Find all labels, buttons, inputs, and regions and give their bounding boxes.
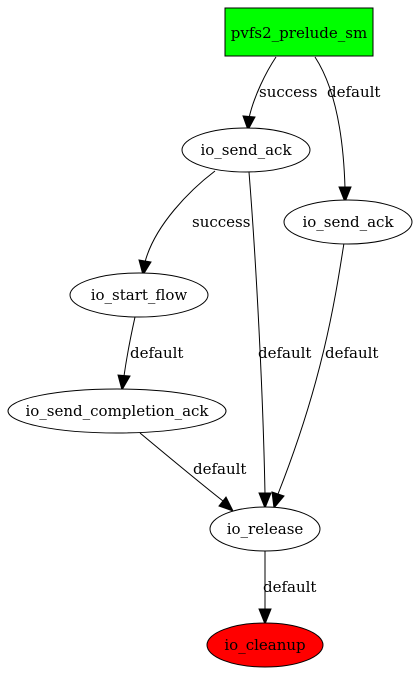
edge-arrowhead: [117, 374, 131, 392]
edge-send-ack-2-to-release: default: [271, 242, 378, 510]
node-io-cleanup: io_cleanup: [206, 622, 324, 668]
edge-line: [277, 242, 345, 495]
edge-line: [144, 170, 216, 263]
node-ellipse: [7, 388, 227, 434]
edge-line: [139, 432, 224, 502]
node-box: [224, 7, 374, 57]
edge-line: [248, 171, 266, 495]
edge-line: [123, 316, 136, 377]
edge-arrowhead: [338, 186, 352, 204]
edge-label: default: [263, 578, 316, 596]
edge-label: success: [259, 83, 317, 101]
edge-prelude-to-send-ack-2: default: [314, 56, 380, 204]
edge-send-ack-1-to-release: default: [248, 171, 311, 510]
node-ellipse: [206, 622, 324, 668]
node-label: io_send_ack: [302, 213, 394, 231]
node-label: pvfs2_prelude_sm: [231, 24, 367, 42]
edge-start-flow-to-send-completion-ack: default: [117, 316, 183, 392]
node-label: io_cleanup: [224, 636, 305, 654]
node-label: io_send_ack: [200, 141, 292, 159]
edge-arrowhead: [138, 259, 152, 277]
node-io-send-ack-2: io_send_ack: [283, 199, 413, 245]
node-ellipse: [283, 199, 413, 245]
node-pvfs2-prelude-sm: pvfs2_prelude_sm: [224, 7, 374, 57]
edge-prelude-to-send-ack-1: success: [242, 56, 317, 132]
edge-label: default: [325, 344, 378, 362]
edge-send-ack-1-to-start-flow: success: [138, 170, 250, 277]
node-ellipse: [69, 272, 209, 318]
node-io-start-flow: io_start_flow: [69, 272, 209, 318]
node-io-send-completion-ack: io_send_completion_ack: [7, 388, 227, 434]
node-label: io_send_completion_ack: [25, 402, 209, 420]
node-label: io_start_flow: [91, 286, 188, 304]
edge-label: default: [130, 344, 183, 362]
edge-label: success: [192, 213, 250, 231]
edge-line: [248, 56, 277, 119]
edge-line: [314, 56, 346, 189]
edge-label: default: [327, 83, 380, 101]
node-io-send-ack-1: io_send_ack: [181, 127, 311, 173]
edge-arrowhead: [271, 491, 285, 510]
edge-arrowhead: [258, 608, 272, 626]
edge-arrowhead: [258, 492, 272, 510]
edge-arrowhead: [218, 496, 235, 512]
node-label: io_release: [227, 520, 304, 538]
edge-release-to-cleanup: default: [258, 549, 316, 626]
node-ellipse: [209, 506, 321, 552]
edge-arrowhead: [242, 115, 256, 132]
edge-label: default: [258, 344, 311, 362]
edge-label: default: [193, 460, 246, 478]
node-ellipse: [181, 127, 311, 173]
edge-send-completion-ack-to-release: default: [139, 432, 246, 512]
node-io-release: io_release: [209, 506, 321, 552]
